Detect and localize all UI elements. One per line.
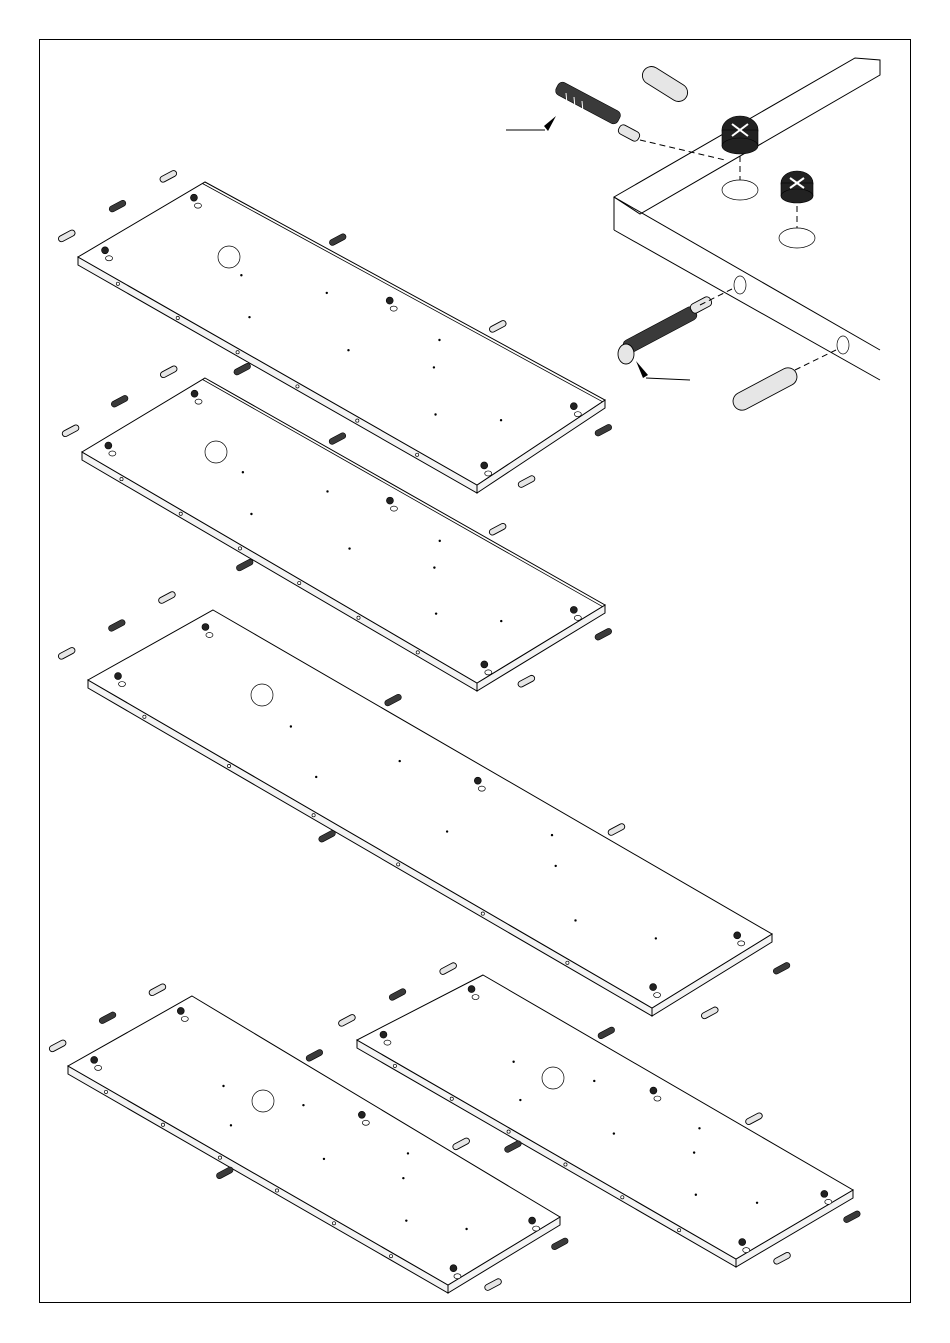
cam-bolt-icon	[108, 199, 127, 213]
cam-bolt-icon	[506, 80, 641, 142]
cam-bolt-icon	[328, 432, 347, 446]
cam-lock-icon	[722, 116, 758, 154]
panels-group	[48, 169, 861, 1293]
cam-bolt-icon	[594, 423, 613, 437]
cam-bolt-icon	[384, 693, 403, 707]
cam-bolt-icon	[772, 961, 791, 975]
cam-lock-icon	[781, 171, 813, 203]
cam-bolt-icon	[235, 558, 254, 572]
dowel-icon	[745, 1112, 764, 1126]
dowel-icon	[700, 1006, 719, 1020]
cam-bolt-icon	[318, 829, 337, 843]
dowel-icon	[517, 475, 536, 489]
dowel-icon	[639, 63, 691, 105]
cam-bolt-icon	[550, 1237, 569, 1251]
cam-bolt-icon	[597, 1026, 616, 1040]
dowel-icon	[439, 962, 458, 976]
cam-bolt-icon	[98, 1011, 117, 1025]
dowel-icon	[338, 1014, 357, 1028]
cam-bolt-icon	[843, 1210, 862, 1224]
dowel-icon	[57, 229, 76, 243]
dowel-icon	[517, 674, 536, 688]
cam-bolt-icon	[594, 627, 613, 641]
cam-bolt-icon	[618, 295, 713, 380]
dowel-icon	[57, 646, 76, 660]
cam-bolt-icon	[328, 233, 347, 247]
cam-bolt-icon	[215, 1166, 234, 1180]
cam-bolt-icon	[305, 1048, 324, 1062]
dowel-icon	[488, 522, 507, 536]
dowel-icon	[148, 983, 167, 997]
dowel-icon	[773, 1251, 792, 1265]
cam-bolt-icon	[110, 394, 129, 408]
dowel-icon	[607, 823, 626, 837]
cam-bolt-icon	[504, 1140, 523, 1154]
cam-bolt-icon	[107, 619, 126, 633]
dowel-icon	[48, 1039, 67, 1053]
dowel-icon	[730, 365, 800, 414]
hardware-detail	[506, 58, 880, 413]
dowel-icon	[159, 365, 178, 379]
dowel-icon	[452, 1137, 471, 1151]
dowel-icon	[484, 1278, 503, 1292]
dowel-icon	[158, 591, 177, 605]
cam-bolt-icon	[388, 988, 407, 1002]
dowel-icon	[488, 320, 507, 334]
dowel-icon	[159, 169, 178, 183]
dowel-icon	[61, 424, 80, 438]
cam-bolt-icon	[233, 362, 252, 376]
